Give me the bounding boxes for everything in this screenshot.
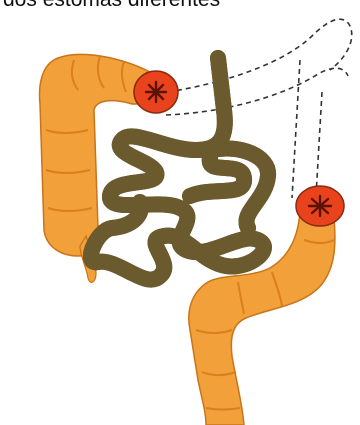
removed-segment-outline [166,19,352,198]
stoma-upper-icon [134,71,178,113]
stoma-lower-icon [296,186,344,226]
